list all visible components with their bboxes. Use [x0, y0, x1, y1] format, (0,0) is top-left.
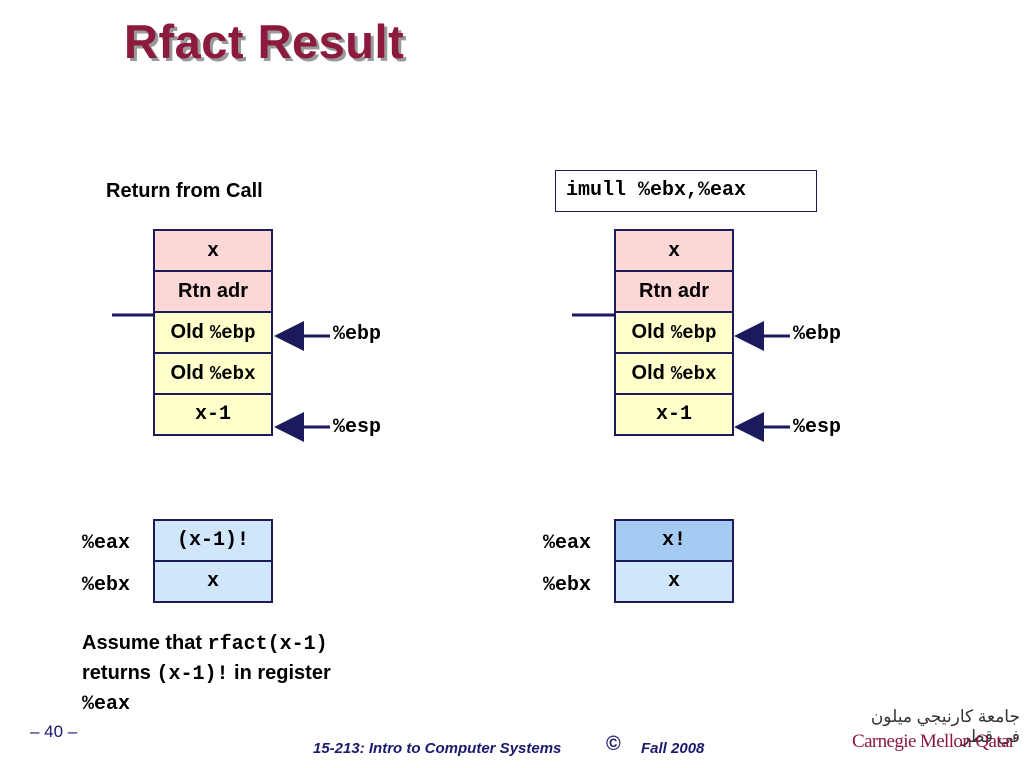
right-registers: x! x — [614, 519, 734, 603]
logo-english: Carnegie Mellon Qatar — [852, 731, 1015, 752]
left-heading: Return from Call — [106, 180, 263, 202]
right-reg-ebx-label: %ebx — [543, 574, 592, 597]
right-reg-ebx-value: x — [614, 560, 734, 603]
left-reg-eax-label: %eax — [82, 532, 131, 555]
instruction-box: imull %ebx,%eax — [555, 170, 817, 212]
right-reg-eax-label: %eax — [543, 532, 592, 555]
copyright-symbol: © — [606, 733, 621, 755]
left-stack: x Rtn adr Old%ebp Old%ebx x-1 — [153, 229, 273, 436]
left-registers: (x-1)! x — [153, 519, 273, 603]
right-esp-label: %esp — [793, 416, 842, 439]
right-stack-x: x — [614, 229, 734, 272]
left-esp-label: %esp — [333, 416, 382, 439]
right-stack-x-1: x-1 — [614, 393, 734, 436]
right-stack-old-ebx: Old%ebx — [614, 352, 734, 395]
right-reg-eax-value: x! — [614, 519, 734, 562]
page-number: – 40 – — [30, 722, 78, 741]
term: Fall 2008 — [641, 740, 705, 757]
right-stack: x Rtn adr Old%ebp Old%ebx x-1 — [614, 229, 734, 436]
course-name: 15-213: Intro to Computer Systems — [313, 740, 562, 757]
assumption-note: Assume that rfact(x-1) returns (x-1)! in… — [82, 632, 331, 716]
logo-arabic: جامعة كارنيجي ميلون في قطر — [870, 707, 1020, 746]
left-stack-rtn-adr: Rtn adr — [153, 270, 273, 313]
left-ebp-label: %ebp — [333, 323, 382, 346]
left-reg-ebx-label: %ebx — [82, 574, 131, 597]
right-ebp-label: %ebp — [793, 323, 842, 346]
right-stack-rtn-adr: Rtn adr — [614, 270, 734, 313]
right-stack-old-ebp: Old%ebp — [614, 311, 734, 354]
left-stack-old-ebx: Old%ebx — [153, 352, 273, 395]
left-stack-x-1: x-1 — [153, 393, 273, 436]
page-title: Rfact Result — [124, 15, 405, 68]
left-stack-old-ebp: Old%ebp — [153, 311, 273, 354]
left-reg-eax-value: (x-1)! — [153, 519, 273, 562]
left-reg-ebx-value: x — [153, 560, 273, 603]
